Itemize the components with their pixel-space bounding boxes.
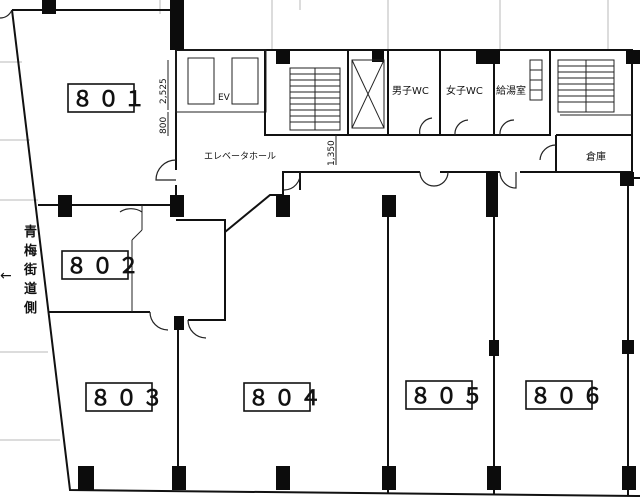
room-802-label: ８０２ bbox=[66, 254, 144, 278]
doors bbox=[0, 9, 557, 339]
elevator-shafts bbox=[187, 57, 259, 105]
mens-wc-label: 男子WC bbox=[392, 85, 429, 97]
room-801-label: ８０１ bbox=[72, 87, 150, 111]
dimension-lines bbox=[167, 60, 337, 165]
room-805-label: ８０５ bbox=[410, 384, 488, 408]
womens-wc-label: 女子WC bbox=[446, 84, 483, 97]
stairs-right bbox=[557, 59, 615, 113]
room-806-label: ８０６ bbox=[530, 384, 608, 408]
kitchen-counter bbox=[529, 59, 543, 101]
ev-label: EV bbox=[218, 93, 231, 103]
room-802-box bbox=[61, 250, 129, 280]
kitchenette-label: 給湯室 bbox=[496, 84, 526, 97]
elevator-hall-label: エレベータホール bbox=[204, 151, 276, 162]
dimension-1350: 1,350 bbox=[327, 140, 337, 166]
street-arrow-icon: ← bbox=[0, 268, 12, 284]
street-label: 青 梅 街 道 側 ← bbox=[0, 224, 37, 316]
room-804-box bbox=[243, 382, 311, 412]
room-806-box bbox=[525, 380, 593, 410]
street-char-3: 街 bbox=[23, 262, 37, 278]
dimension-800: 800 bbox=[159, 117, 169, 134]
interior-walls bbox=[38, 10, 632, 496]
columns bbox=[42, 0, 640, 490]
pipe-shaft bbox=[351, 59, 385, 129]
room-803-box bbox=[85, 382, 153, 412]
street-char-1: 青 bbox=[24, 224, 37, 240]
room-804-label: ８０４ bbox=[248, 386, 326, 410]
room-805-box bbox=[405, 380, 473, 410]
street-char-5: 側 bbox=[23, 300, 37, 316]
storage-label: 倉庫 bbox=[586, 150, 606, 163]
background-grid bbox=[0, 0, 640, 441]
street-char-4: 道 bbox=[24, 281, 37, 297]
room-801-box bbox=[67, 83, 135, 113]
street-char-2: 梅 bbox=[24, 243, 37, 259]
room-803-label: ８０３ bbox=[90, 386, 168, 410]
dimension-2525: 2,525 bbox=[159, 78, 169, 104]
stairs-left bbox=[289, 67, 341, 131]
